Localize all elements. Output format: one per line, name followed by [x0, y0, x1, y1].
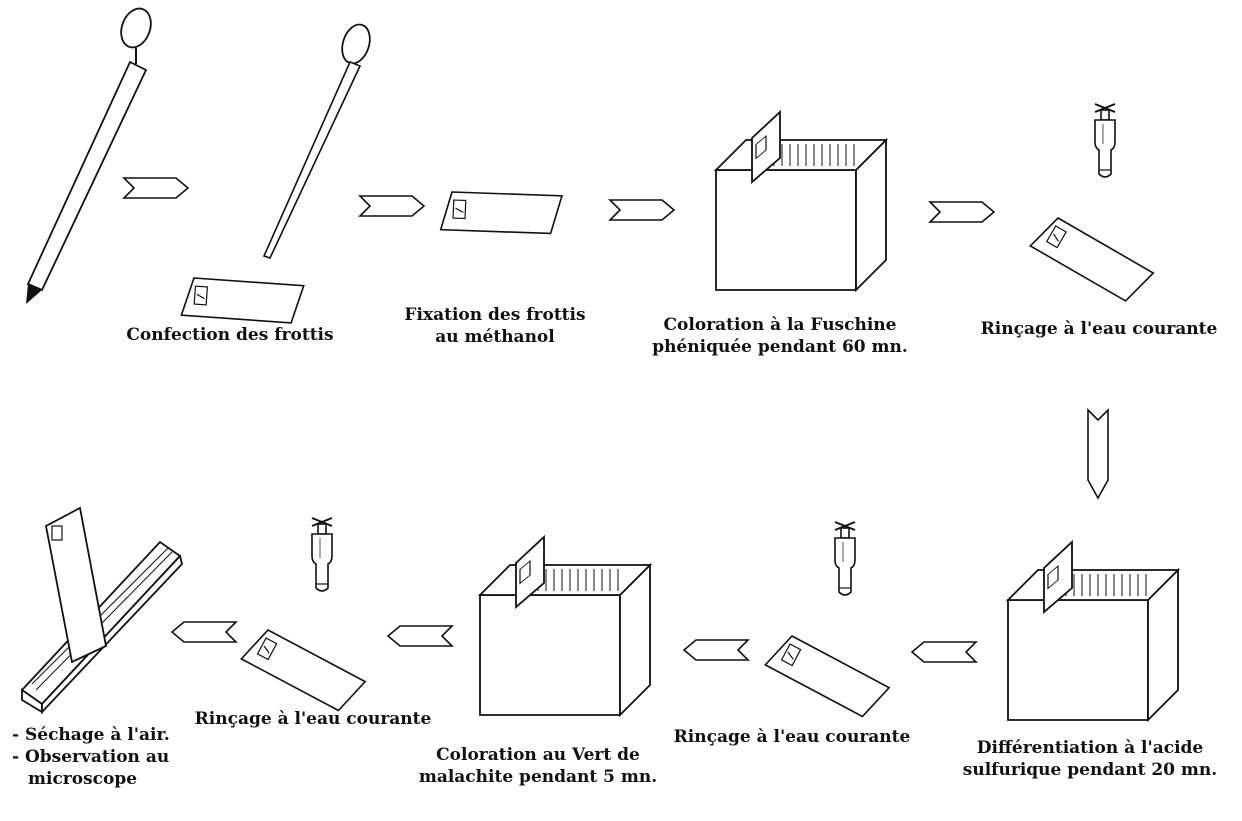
staining-tray-icon: [479, 536, 651, 716]
faucet-icon: [834, 521, 856, 596]
caption-line: Différentiation à l'acide: [976, 738, 1204, 758]
arrow-right-icon: [609, 199, 675, 221]
pipette-icon: [262, 23, 371, 259]
staining-tray-icon: [715, 111, 887, 291]
caption-vert: Coloration au Vert de malachite pendant …: [406, 744, 670, 788]
caption-line: Confection des frottis: [126, 325, 334, 345]
caption-line: au méthanol: [435, 327, 555, 347]
caption-line: sulfurique pendant 20 mn.: [962, 760, 1218, 780]
slide-icon: [180, 276, 305, 325]
slide-icon: [1029, 212, 1155, 307]
caption-line: Fixation des frottis: [404, 305, 586, 325]
arrow-right-icon: [123, 177, 189, 199]
caption-fixation: Fixation des frottis au méthanol: [395, 304, 595, 348]
caption-line: Coloration à la Fuschine: [663, 315, 897, 335]
caption-sechage: - Séchage à l'air. - Observation au micr…: [12, 724, 212, 790]
arrow-left-icon: [387, 625, 453, 647]
slide-icon: [439, 190, 563, 235]
drying-rack-icon: [20, 506, 183, 715]
caption-confection: Confection des frottis: [110, 324, 350, 346]
caption-fuschine: Coloration à la Fuschine phéniquée penda…: [640, 314, 920, 358]
caption-line: Rinçage à l'eau courante: [194, 709, 432, 729]
slide-icon: [240, 624, 366, 716]
pencil-icon: [26, 7, 152, 304]
faucet-icon: [311, 517, 333, 592]
caption-line: malachite pendant 5 mn.: [418, 767, 658, 787]
faucet-icon: [1094, 103, 1116, 178]
caption-line: Coloration au Vert de: [436, 745, 640, 765]
arrow-left-icon: [683, 639, 749, 661]
caption-line: phéniquée pendant 60 mn.: [652, 337, 908, 357]
staining-tray-icon: [1007, 541, 1179, 721]
arrow-down-icon: [1087, 408, 1109, 500]
caption-rincage-1: Rinçage à l'eau courante: [968, 318, 1230, 340]
caption-acide: Différentiation à l'acide sulfurique pen…: [952, 737, 1228, 781]
caption-line: microscope: [28, 769, 138, 789]
caption-rincage-3: Rinçage à l'eau courante: [184, 708, 442, 730]
slide-icon: [764, 630, 890, 722]
caption-line: Rinçage à l'eau courante: [673, 727, 911, 747]
caption-line: - Observation au: [12, 747, 170, 767]
arrow-left-icon: [171, 621, 237, 643]
caption-line: Rinçage à l'eau courante: [980, 319, 1218, 339]
arrow-left-icon: [911, 641, 977, 663]
arrow-right-icon: [929, 201, 995, 223]
arrow-right-icon: [359, 195, 425, 217]
caption-rincage-2: Rinçage à l'eau courante: [662, 726, 922, 748]
caption-line: - Séchage à l'air.: [12, 725, 170, 745]
